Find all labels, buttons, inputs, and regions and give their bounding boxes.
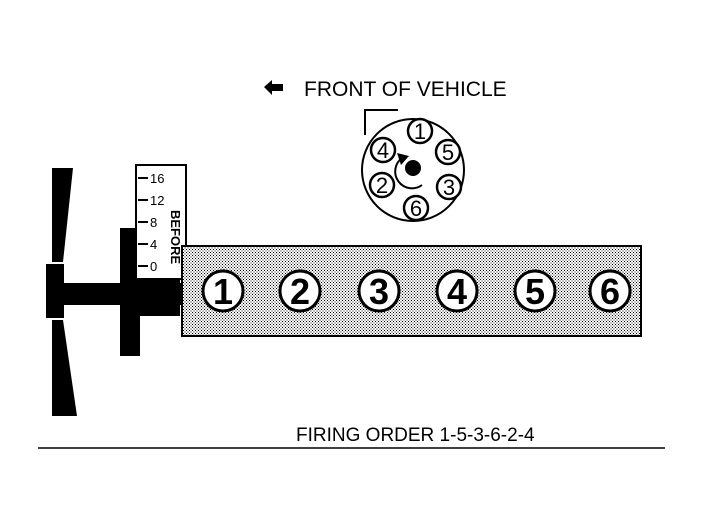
cap-terminal-5: 5 xyxy=(434,138,462,166)
tick-label: 8 xyxy=(150,215,157,230)
engine-block-body xyxy=(181,245,642,337)
cylinder-2: 2 xyxy=(278,269,322,313)
distributor-cap: 1 5 3 6 2 4 xyxy=(361,109,465,222)
cylinder-5: 5 xyxy=(513,269,557,313)
rotation-arrow-head xyxy=(397,153,409,165)
cap-terminal-label: 6 xyxy=(410,196,422,221)
cylinder-label: 1 xyxy=(213,271,233,312)
fan-hub xyxy=(46,264,64,318)
cylinder-label: 6 xyxy=(600,271,620,312)
cap-terminal-6: 6 xyxy=(402,194,430,222)
cylinder-label: 5 xyxy=(525,271,545,312)
cap-terminal-4: 4 xyxy=(369,136,397,164)
cylinder-1: 1 xyxy=(201,269,245,313)
cylinder-label: 3 xyxy=(369,271,389,312)
cylinder-4: 4 xyxy=(435,269,479,313)
cap-terminal-label: 3 xyxy=(443,175,455,200)
cap-terminal-label: 5 xyxy=(442,140,454,165)
cap-terminal-label: 1 xyxy=(414,119,426,144)
cap-terminal-2: 2 xyxy=(368,171,396,199)
cylinder-label: 2 xyxy=(290,271,310,312)
fan-blade xyxy=(52,168,73,262)
distributor-tab xyxy=(364,109,398,135)
cap-terminal-1: 1 xyxy=(406,117,434,145)
cylinder-6: 6 xyxy=(588,269,632,313)
crankshaft-pulley xyxy=(46,168,184,416)
cap-terminal-label: 4 xyxy=(377,138,389,163)
engine-block: 1 2 3 4 5 6 xyxy=(181,245,642,337)
tick-label: 0 xyxy=(150,259,157,274)
distributor-rotor xyxy=(405,160,421,176)
front-of-vehicle: FRONT OF VEHICLE xyxy=(264,78,507,101)
before-label: BEFORE xyxy=(168,210,183,265)
fan-blade-lower xyxy=(52,320,77,416)
cap-terminal-label: 2 xyxy=(376,173,388,198)
firing-order-label: FIRING ORDER 1-5-3-6-2-4 xyxy=(296,425,535,446)
tick-label: 16 xyxy=(150,171,164,186)
arrow-left-icon xyxy=(264,80,283,95)
tick-label: 12 xyxy=(150,193,164,208)
cylinder-label: 4 xyxy=(447,271,467,312)
cap-terminal-3: 3 xyxy=(435,173,463,201)
cylinder-3: 3 xyxy=(357,269,401,313)
tick-label: 4 xyxy=(150,237,157,252)
rotation-arrow-icon xyxy=(394,157,423,190)
front-of-vehicle-label: FRONT OF VEHICLE xyxy=(304,78,507,101)
timing-scale: 16 12 8 4 0 BEFORE xyxy=(135,164,187,280)
